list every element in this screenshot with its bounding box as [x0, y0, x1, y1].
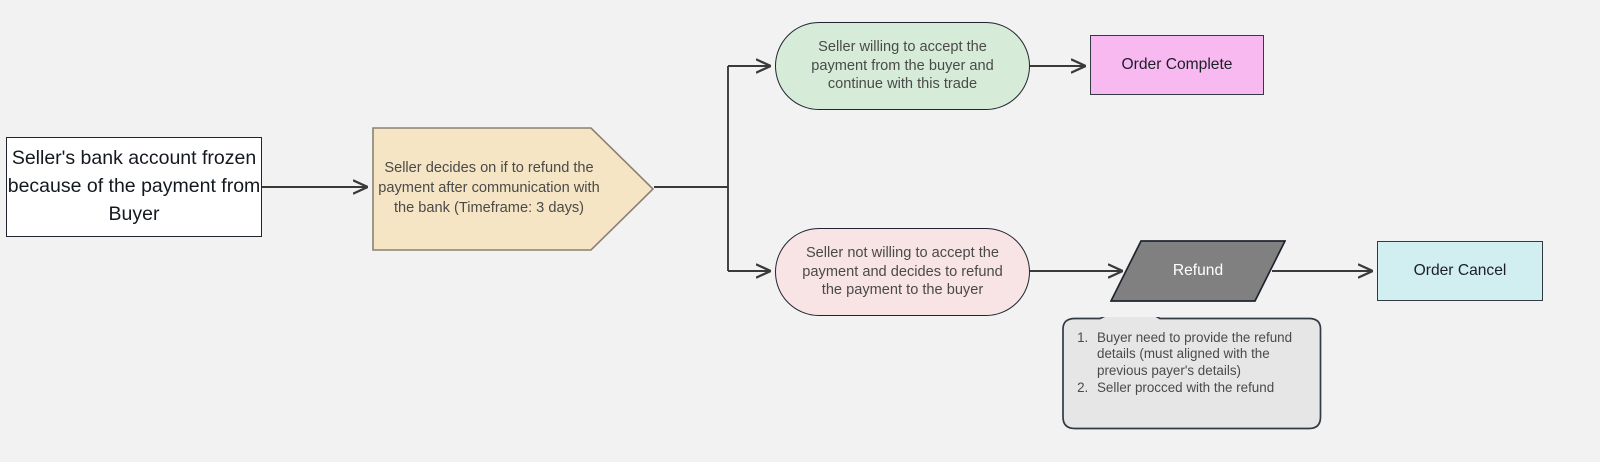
node-order-cancel[interactable]: Order Cancel: [1377, 241, 1543, 301]
note-body: Buyer need to provide the refund details…: [1050, 317, 1322, 396]
node-refund[interactable]: Refund: [1110, 239, 1286, 303]
parallelogram-shape: [1110, 240, 1286, 302]
pentagon-shape: [372, 127, 654, 251]
node-decision-refund-or-not[interactable]: Seller decides on if to refund the payme…: [372, 127, 654, 251]
node-order-cancel-label: Order Cancel: [1413, 261, 1507, 279]
node-seller-not-willing-accept[interactable]: Seller not willing to accept the payment…: [775, 228, 1030, 316]
node-refund-label: Refund: [1172, 261, 1224, 279]
node-order-complete-label: Order Complete: [1121, 55, 1233, 73]
list-item: Seller procced with the refund: [1092, 380, 1308, 396]
node-start-label: Seller's bank account frozen because of …: [7, 147, 261, 225]
node-seller-willing-accept[interactable]: Seller willing to accept the payment fro…: [775, 22, 1030, 110]
node-start-bank-frozen[interactable]: Seller's bank account frozen because of …: [6, 137, 262, 237]
node-order-complete[interactable]: Order Complete: [1090, 35, 1264, 95]
list-item: Buyer need to provide the refund details…: [1092, 330, 1308, 379]
node-refuse-label: Seller not willing to accept the payment…: [802, 244, 1003, 299]
node-decision-label: Seller decides on if to refund the payme…: [378, 160, 600, 216]
node-accept-label: Seller willing to accept the payment fro…: [811, 38, 994, 93]
note-refund-steps[interactable]: Buyer need to provide the refund details…: [1050, 317, 1322, 430]
callout-shape: [1062, 317, 1322, 430]
note-list: Buyer need to provide the refund details…: [1068, 330, 1308, 396]
